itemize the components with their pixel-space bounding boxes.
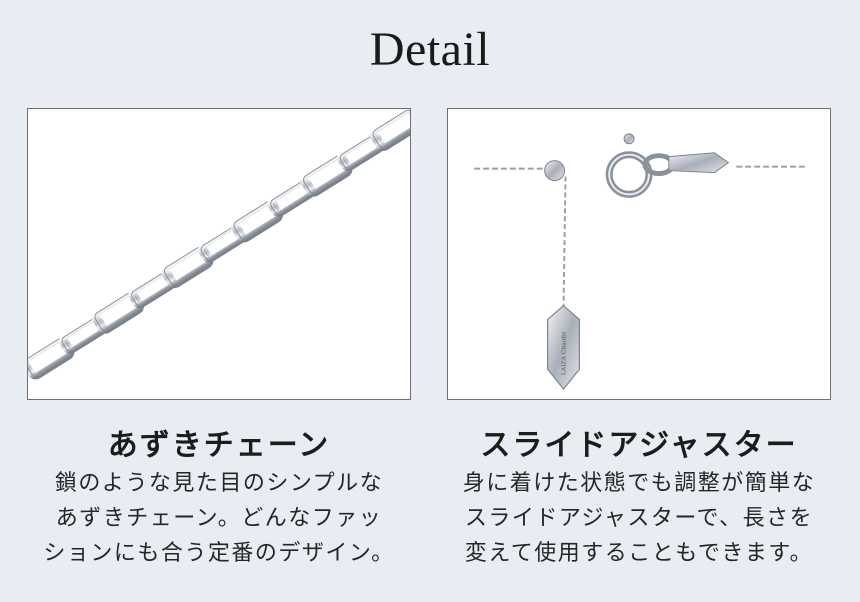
- chain-link: [230, 198, 283, 243]
- chain-link: [28, 335, 75, 380]
- chain-link: [160, 243, 214, 289]
- chain-link: [300, 152, 353, 197]
- chain-link: [369, 109, 410, 151]
- adjuster-description: 身に着けた状態でも調整が簡単な スライドアジャスターで、長さを 変えて使用するこ…: [424, 466, 854, 571]
- adjuster-description-line: 身に着けた状態でも調整が簡単な: [462, 471, 816, 496]
- tag-engraving: LAIZA Chaolle: [561, 331, 568, 375]
- chain-description: 鎖のような見た目のシンプルな あずきチェーン。どんなファッ ションにも合う定番の…: [4, 466, 434, 571]
- adjuster-description-line: 変えて使用することもできます。: [464, 541, 814, 566]
- page-title: Detail: [369, 23, 491, 76]
- chain-description-line: あずきチェーン。どんなファッ: [55, 506, 383, 531]
- chain-heading: あずきチェーン: [107, 428, 331, 463]
- adjuster-image-panel: LAIZA Chaolle: [447, 108, 831, 400]
- slide-adjuster-icon: LAIZA Chaolle: [474, 133, 806, 391]
- chain-link: [91, 289, 144, 334]
- chain-description-line: 鎖のような見た目のシンプルな: [54, 471, 384, 496]
- adjuster-heading: スライドアジャスター: [480, 428, 798, 463]
- chain-closeup-icon: [28, 109, 410, 380]
- adjuster-description-line: スライドアジャスターで、長さを: [464, 506, 814, 531]
- chain-image-panel: [27, 108, 411, 400]
- chain-description-line: ションにも合う定番のデザイン。: [43, 541, 395, 566]
